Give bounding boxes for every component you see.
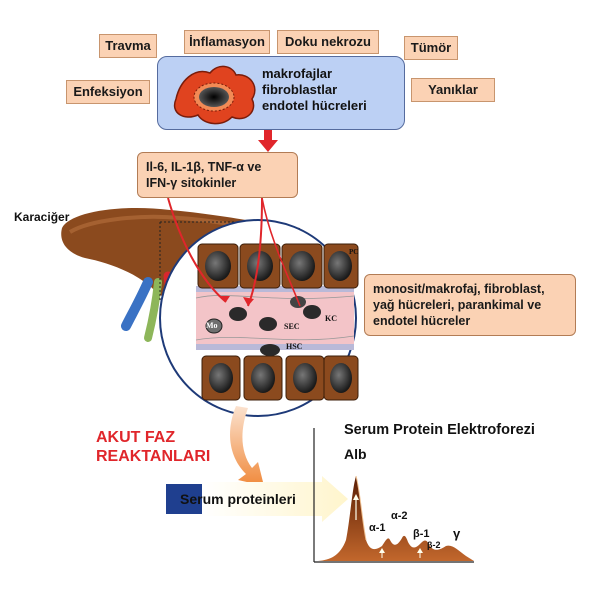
- hepatocyte-row-top: [197, 243, 359, 289]
- trigger-travma: Travma: [99, 34, 157, 58]
- cytokine-line1: Il-6, IL-1β, TNF-α ve: [146, 160, 262, 174]
- serum-proteins-arrow: [166, 476, 348, 522]
- label-hsc: HSC: [286, 342, 303, 351]
- cytokine-line2: IFN-γ sitokinler: [146, 176, 237, 190]
- acute-phase-line1: AKUT FAZ: [96, 429, 176, 446]
- peak-label-gamma: γ: [453, 526, 461, 541]
- source-cells-box: [157, 56, 405, 130]
- trigger-tumor: Tümör: [404, 36, 458, 60]
- trigger-yaniklar: Yanıklar: [411, 78, 495, 102]
- acute-phase-arrow: [230, 406, 264, 486]
- label-kc: KC: [325, 314, 337, 323]
- liver-cells-line2: yağ hücreleri, parankimal ve: [373, 298, 542, 312]
- trigger-enfeksiyon: Enfeksiyon: [66, 80, 150, 104]
- acute-phase-label: AKUT FAZ REAKTANLARI: [96, 428, 210, 466]
- source-cells-text: makrofajlar fibroblastlar endotel hücrel…: [262, 66, 367, 114]
- electrophoresis-chart: [313, 428, 474, 563]
- hepatocyte-row-bottom: [201, 355, 359, 401]
- peak-label-alb: Alb: [344, 446, 367, 462]
- label-mo: Mo: [206, 321, 218, 330]
- cytokine-box: Il-6, IL-1β, TNF-α ve IFN-γ sitokinler: [137, 152, 298, 198]
- source-cells-line2: fibroblastlar: [262, 82, 338, 97]
- liver-cells-line1: monosit/makrofaj, fibroblast,: [373, 282, 545, 296]
- peak-label-alpha1: α-1: [369, 522, 386, 534]
- trigger-doku-nekrozu: Doku nekrozu: [277, 30, 379, 54]
- liver-cells-line3: endotel hücreler: [373, 314, 471, 328]
- cytokine-arrows: [167, 197, 301, 307]
- acute-phase-line2: REAKTANLARI: [96, 448, 211, 465]
- peak-label-beta1: β-1: [413, 528, 430, 540]
- electrophoresis-title: Serum Protein Elektroforezi: [344, 422, 535, 438]
- macrophage-icon: [173, 65, 256, 125]
- peak-label-beta2: β-2: [427, 540, 441, 550]
- source-cells-line3: endotel hücreleri: [262, 98, 367, 113]
- red-down-arrow: [258, 130, 278, 152]
- serum-proteins-label: Serum proteinleri: [180, 491, 296, 507]
- label-sec: SEC: [284, 322, 300, 331]
- trigger-inflamasyon: İnflamasyon: [184, 30, 270, 54]
- liver-cells-box: monosit/makrofaj, fibroblast, yağ hücrel…: [364, 274, 576, 336]
- source-cells-line1: makrofajlar: [262, 66, 333, 81]
- label-pc: PC: [349, 248, 359, 256]
- liver-label: Karaciğer: [14, 210, 70, 224]
- peak-label-alpha2: α-2: [391, 510, 408, 522]
